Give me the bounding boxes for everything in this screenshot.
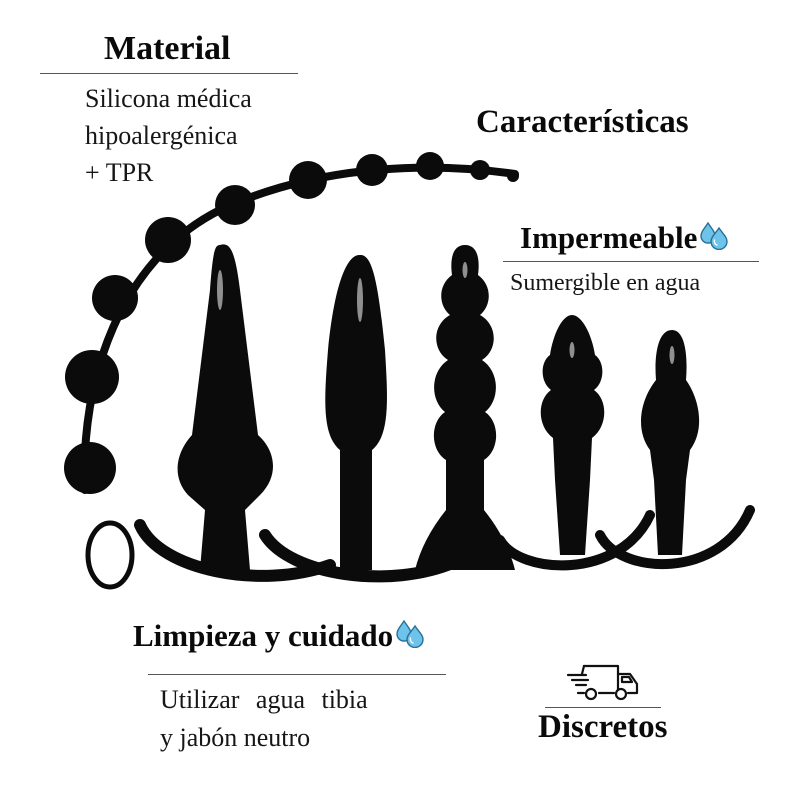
material-divider <box>40 73 298 74</box>
cleaning-heading-text: Limpieza y cuidado <box>133 618 394 653</box>
waterproof-heading-text: Impermeable <box>520 220 698 255</box>
discreet-divider <box>545 707 661 708</box>
waterproof-divider <box>503 261 759 262</box>
waterproof-heading: Impermeable <box>520 220 729 258</box>
material-line-1: Silicona médica <box>85 84 252 113</box>
delivery-truck-icon <box>566 662 642 707</box>
material-line-2: hipoalergénica <box>85 121 238 150</box>
product-silhouettes <box>64 152 755 590</box>
material-heading: Material <box>104 30 231 67</box>
cleaning-description: Utilizar agua tibia y jabón neutro <box>160 681 368 757</box>
cleaning-heading: Limpieza y cuidado <box>133 618 425 656</box>
water-drops-icon <box>699 221 729 258</box>
discreet-heading: Discretos <box>538 709 668 745</box>
cleaning-line-2: y jabón neutro <box>160 723 311 752</box>
water-drops-icon <box>395 619 425 656</box>
features-heading: Características <box>476 104 689 140</box>
material-line-3: + TPR <box>85 158 154 187</box>
material-description: Silicona médica hipoalergénica + TPR <box>85 80 252 191</box>
waterproof-description: Sumergible en agua <box>510 270 701 296</box>
product-image <box>60 150 760 600</box>
cleaning-divider <box>148 674 446 675</box>
cleaning-line-1: Utilizar agua tibia <box>160 685 368 714</box>
